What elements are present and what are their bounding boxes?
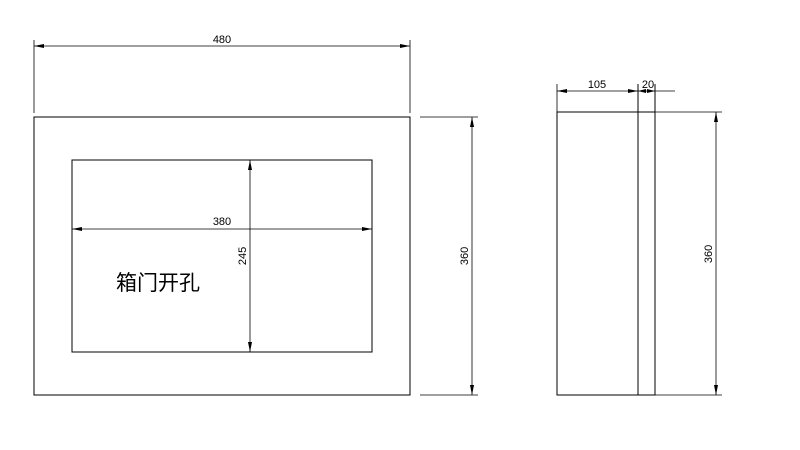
width-dimension-label: 480 xyxy=(213,34,231,46)
cabinet-front-outline xyxy=(33,116,411,396)
cabinet-side-outline xyxy=(556,111,656,396)
opening-height-label: 245 xyxy=(237,247,249,265)
opening-height-dimension: 245 xyxy=(237,160,252,352)
side-height-dimension: 360 xyxy=(655,111,722,396)
height-dimension-label: 360 xyxy=(459,247,471,265)
door-dimension: 20 xyxy=(638,79,675,93)
height-dimension: 360 xyxy=(420,116,478,396)
door-dimension-label: 20 xyxy=(642,79,654,91)
front-view: 480 360 380 245 箱门开孔 xyxy=(33,34,478,396)
depth-dimension: 105 xyxy=(556,79,638,112)
depth-dimension-label: 105 xyxy=(588,79,606,91)
door-opening-label: 箱门开孔 xyxy=(116,271,200,295)
side-height-label: 360 xyxy=(703,245,715,263)
opening-width-dimension: 380 xyxy=(72,216,372,231)
opening-width-label: 380 xyxy=(213,216,231,228)
door-opening-outline xyxy=(71,159,373,353)
width-dimension: 480 xyxy=(33,34,411,113)
side-view: 105 20 360 xyxy=(556,79,722,396)
